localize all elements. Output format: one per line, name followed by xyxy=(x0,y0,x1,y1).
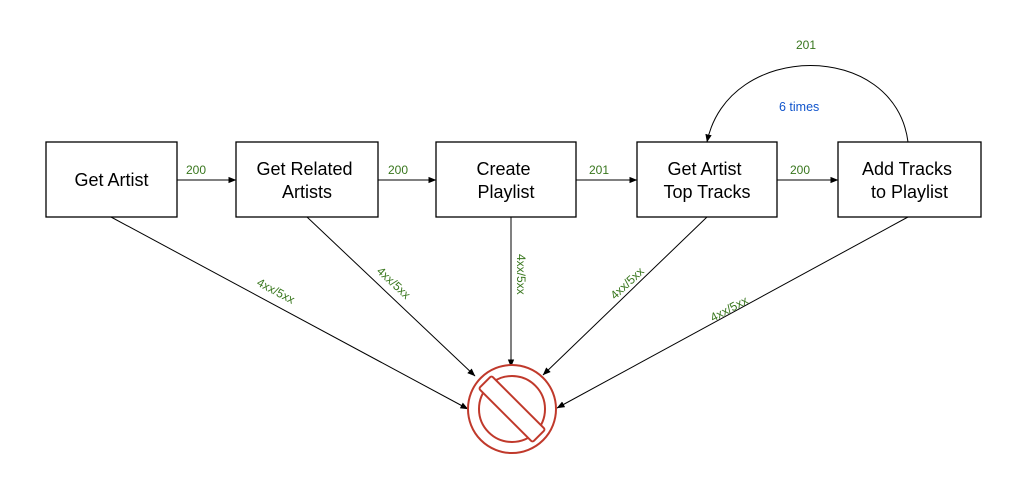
loop-label: 201 xyxy=(796,38,816,52)
node-label: Get Artist xyxy=(74,170,148,190)
node-label: Get Related Artists xyxy=(256,159,357,202)
error-label: 4xx/5xx xyxy=(514,254,528,295)
edge-label: 200 xyxy=(790,163,810,177)
no-entry-icon xyxy=(467,364,557,454)
error-label: 4xx/5xx xyxy=(708,293,750,324)
node-label: Add Tracks to Playlist xyxy=(862,159,957,202)
loop-arrow xyxy=(705,65,909,143)
node-get-related-artists: Get Related Artists xyxy=(235,141,379,218)
error-arrow xyxy=(542,216,708,376)
error-arrow xyxy=(556,216,909,409)
edge-label: 200 xyxy=(388,163,408,177)
node-label: Get Artist Top Tracks xyxy=(663,159,750,202)
node-create-playlist: Create Playlist xyxy=(435,141,577,218)
error-label: 4xx/5xx xyxy=(374,264,413,302)
node-label: Create Playlist xyxy=(476,159,535,202)
edge-label: 201 xyxy=(589,163,609,177)
error-label: 4xx/5xx xyxy=(607,264,646,302)
node-get-artist: Get Artist xyxy=(45,141,178,218)
node-add-tracks-to-playlist: Add Tracks to Playlist xyxy=(837,141,982,218)
error-label: 4xx/5xx xyxy=(255,275,297,306)
error-arrow xyxy=(306,216,476,377)
error-arrow xyxy=(110,216,469,410)
node-get-artist-top-tracks: Get Artist Top Tracks xyxy=(636,141,778,218)
loop-note: 6 times xyxy=(779,100,819,114)
edge-label: 200 xyxy=(186,163,206,177)
